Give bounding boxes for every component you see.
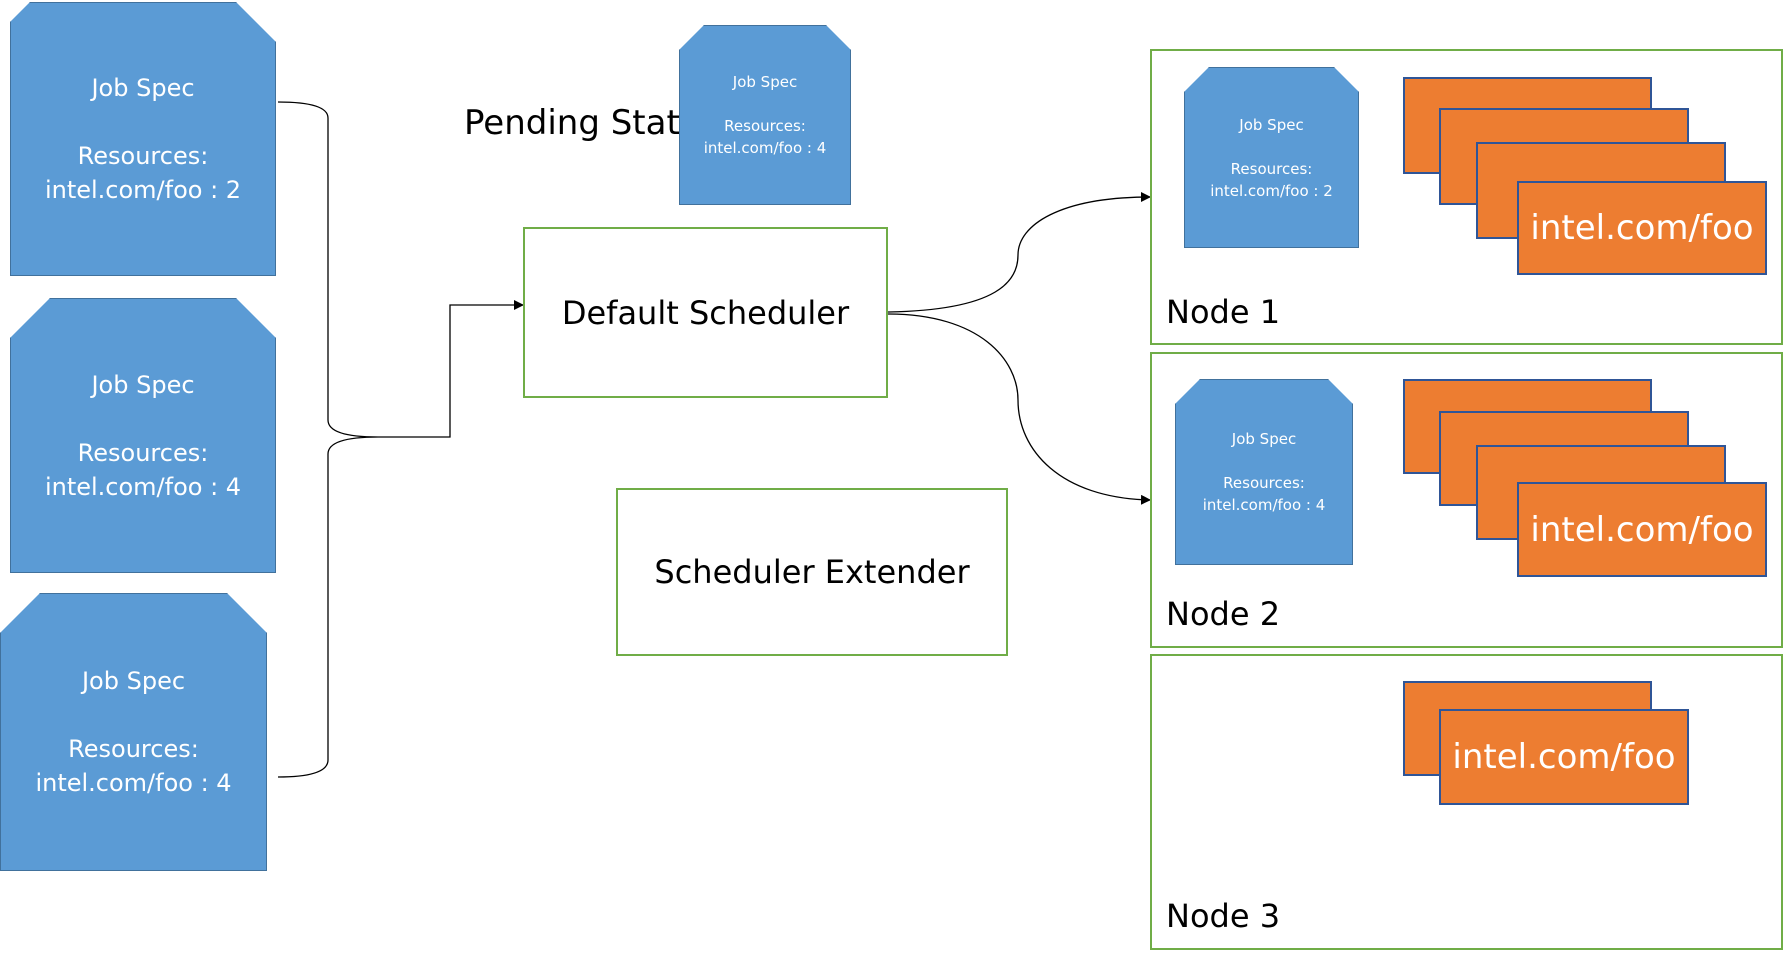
node-3-device-2: intel.com/foo (1439, 709, 1689, 805)
node-1-job-spec: Job Spec Resources: intel.com/foo : 2 (1184, 67, 1359, 248)
job-spec-3: Job Spec Resources: intel.com/foo : 4 (0, 593, 267, 871)
job-spec-title: Job Spec (1231, 430, 1297, 448)
node-1-label: Node 1 (1166, 293, 1281, 331)
device-label: intel.com/foo (1530, 509, 1754, 550)
node-1-device-4: intel.com/foo (1517, 181, 1767, 275)
job-spec-resources-label: Resources: (77, 438, 209, 467)
node-2-device-4: intel.com/foo (1517, 482, 1767, 577)
bracket-to-scheduler-arrow (378, 300, 524, 438)
default-scheduler-box: Default Scheduler (523, 227, 888, 398)
job-spec-resources-label: Resources: (1230, 159, 1313, 178)
job-spec-resource-value: intel.com/foo : 4 (1202, 496, 1326, 514)
job-spec-resources-label: Resources: (68, 735, 199, 763)
job-spec-1: Job Spec Resources: intel.com/foo : 2 (10, 2, 276, 276)
job-spec-title: Job Spec (91, 370, 195, 399)
scheduler-to-node1-arrow (887, 192, 1151, 313)
merge-bracket (277, 101, 379, 778)
node-2-job-spec: Job Spec Resources: intel.com/foo : 4 (1175, 379, 1353, 565)
scheduler-to-node2-arrow (887, 313, 1151, 505)
job-spec-title: Job Spec (91, 74, 195, 102)
job-spec-resources-label: Resources: (724, 117, 806, 135)
scheduler-extender-box: Scheduler Extender (616, 488, 1008, 656)
job-spec-title: Job Spec (1239, 115, 1304, 134)
scheduler-extender-label: Scheduler Extender (654, 553, 970, 591)
device-label: intel.com/foo (1452, 737, 1676, 777)
job-spec-resource-value: intel.com/foo : 4 (35, 769, 232, 797)
node-2-label: Node 2 (1166, 595, 1281, 633)
job-spec-resource-value: intel.com/foo : 4 (44, 472, 242, 501)
job-spec-resources-label: Resources: (77, 142, 209, 170)
device-label: intel.com/foo (1530, 208, 1754, 248)
pending-job-spec: Job Spec Resources: intel.com/foo : 4 (679, 25, 851, 205)
job-spec-resource-value: intel.com/foo : 2 (44, 176, 242, 204)
job-spec-title: Job Spec (81, 667, 186, 695)
job-spec-resource-value: intel.com/foo : 4 (703, 139, 827, 157)
job-spec-title: Job Spec (732, 73, 798, 91)
default-scheduler-label: Default Scheduler (561, 293, 850, 332)
job-spec-resources-label: Resources: (1223, 474, 1305, 492)
job-spec-resource-value: intel.com/foo : 2 (1210, 181, 1333, 200)
node-3-label: Node 3 (1166, 897, 1281, 935)
pending-state-label: Pending State (464, 103, 701, 143)
job-spec-2: Job Spec Resources: intel.com/foo : 4 (10, 298, 276, 573)
